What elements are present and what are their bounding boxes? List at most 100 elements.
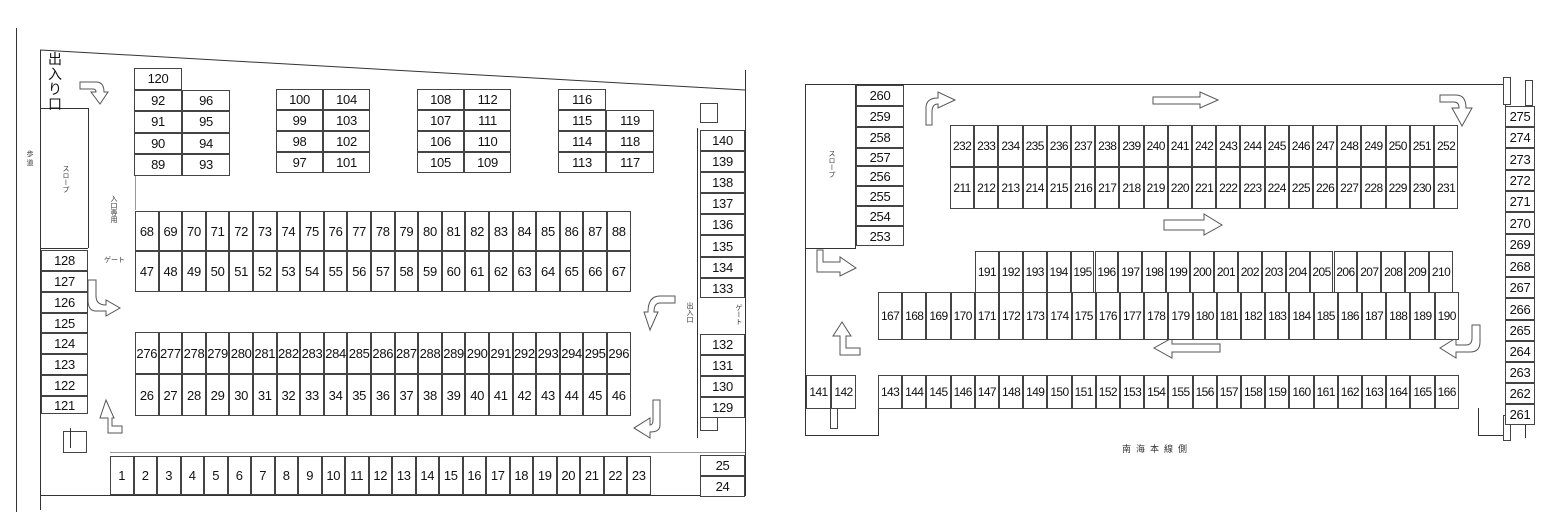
parking-space[interactable]: 179 — [1168, 292, 1193, 340]
parking-space[interactable]: 119 — [606, 110, 654, 131]
parking-space[interactable]: 95 — [182, 111, 230, 133]
parking-space[interactable]: 131 — [700, 355, 745, 376]
parking-space[interactable]: 263 — [1505, 362, 1535, 383]
parking-space[interactable]: 165 — [1410, 375, 1435, 409]
parking-space[interactable]: 82 — [465, 211, 489, 251]
parking-space[interactable]: 31 — [253, 374, 277, 416]
parking-space[interactable]: 139 — [700, 151, 745, 172]
parking-space[interactable]: 235 — [1022, 125, 1047, 167]
parking-space[interactable]: 265 — [1505, 320, 1535, 341]
parking-space[interactable]: 270 — [1505, 212, 1535, 234]
parking-space[interactable]: 115 — [558, 110, 606, 131]
parking-space[interactable]: 120 — [134, 68, 182, 90]
parking-space[interactable]: 276 — [135, 332, 159, 374]
parking-space[interactable]: 60 — [441, 251, 466, 292]
parking-space[interactable]: 212 — [974, 167, 999, 209]
parking-space[interactable]: 49 — [182, 251, 206, 292]
parking-space[interactable]: 211 — [950, 167, 975, 209]
parking-space[interactable]: 146 — [950, 375, 975, 409]
parking-space[interactable]: 134 — [700, 257, 745, 278]
parking-space[interactable]: 187 — [1362, 292, 1387, 340]
parking-space[interactable]: 118 — [606, 131, 654, 152]
parking-space[interactable]: 71 — [205, 211, 230, 251]
parking-space[interactable]: 227 — [1337, 167, 1362, 209]
parking-space[interactable]: 258 — [856, 127, 904, 148]
parking-space[interactable]: 159 — [1265, 375, 1290, 409]
parking-space[interactable]: 23 — [627, 456, 651, 495]
parking-space[interactable]: 230 — [1409, 167, 1434, 209]
parking-space[interactable]: 35 — [347, 374, 371, 416]
parking-space[interactable]: 43 — [536, 374, 560, 416]
parking-space[interactable]: 68 — [135, 211, 159, 251]
parking-space[interactable]: 155 — [1168, 375, 1193, 409]
parking-space[interactable]: 12 — [368, 456, 392, 495]
parking-space[interactable]: 261 — [1505, 404, 1535, 425]
parking-space[interactable]: 233 — [974, 125, 999, 167]
parking-space[interactable]: 236 — [1046, 125, 1071, 167]
parking-space[interactable]: 27 — [158, 374, 183, 416]
parking-space[interactable]: 54 — [300, 251, 324, 292]
parking-space[interactable]: 93 — [182, 154, 230, 176]
parking-space[interactable]: 45 — [583, 374, 607, 416]
parking-space[interactable]: 53 — [276, 251, 301, 292]
parking-space[interactable]: 123 — [41, 354, 88, 375]
parking-space[interactable]: 247 — [1313, 125, 1338, 167]
parking-space[interactable]: 29 — [205, 374, 230, 416]
parking-space[interactable]: 99 — [276, 110, 323, 131]
parking-space[interactable]: 202 — [1237, 251, 1262, 293]
parking-space[interactable]: 67 — [607, 251, 631, 292]
parking-space[interactable]: 268 — [1505, 255, 1535, 277]
parking-space[interactable]: 206 — [1333, 251, 1358, 293]
parking-space[interactable]: 175 — [1071, 292, 1096, 340]
parking-space[interactable]: 127 — [41, 271, 88, 292]
parking-space[interactable]: 133 — [700, 278, 745, 298]
parking-space[interactable]: 176 — [1095, 292, 1120, 340]
parking-space[interactable]: 136 — [700, 214, 745, 235]
parking-space[interactable]: 85 — [536, 211, 560, 251]
parking-space[interactable]: 148 — [999, 375, 1024, 409]
parking-space[interactable]: 2 — [133, 456, 157, 495]
parking-space[interactable]: 84 — [512, 211, 537, 251]
parking-space[interactable]: 3 — [157, 456, 181, 495]
parking-space[interactable]: 241 — [1167, 125, 1192, 167]
parking-space[interactable]: 161 — [1313, 375, 1338, 409]
parking-space[interactable]: 250 — [1385, 125, 1410, 167]
parking-space[interactable]: 193 — [1022, 251, 1047, 293]
parking-space[interactable]: 219 — [1143, 167, 1168, 209]
parking-space[interactable]: 168 — [902, 292, 927, 340]
parking-space[interactable]: 158 — [1241, 375, 1266, 409]
parking-space[interactable]: 285 — [347, 332, 371, 374]
parking-space[interactable]: 105 — [417, 152, 464, 173]
parking-space[interactable]: 74 — [276, 211, 301, 251]
parking-space[interactable]: 56 — [347, 251, 371, 292]
parking-space[interactable]: 1 — [110, 456, 134, 495]
parking-space[interactable]: 171 — [974, 292, 999, 340]
parking-space[interactable]: 125 — [41, 313, 88, 333]
parking-space[interactable]: 5 — [204, 456, 228, 495]
parking-space[interactable]: 122 — [41, 375, 88, 396]
parking-space[interactable]: 46 — [607, 374, 631, 416]
parking-space[interactable]: 229 — [1385, 167, 1410, 209]
parking-space[interactable]: 166 — [1434, 375, 1459, 409]
parking-space[interactable]: 144 — [902, 375, 927, 409]
parking-space[interactable]: 239 — [1119, 125, 1144, 167]
parking-space[interactable]: 167 — [878, 292, 903, 340]
parking-space[interactable]: 87 — [583, 211, 607, 251]
parking-space[interactable]: 135 — [700, 235, 745, 257]
parking-space[interactable]: 228 — [1361, 167, 1386, 209]
parking-space[interactable]: 17 — [486, 456, 510, 495]
parking-space[interactable]: 33 — [300, 374, 324, 416]
parking-space[interactable]: 286 — [371, 332, 395, 374]
parking-space[interactable]: 104 — [323, 89, 370, 110]
parking-space[interactable]: 57 — [371, 251, 395, 292]
parking-space[interactable]: 201 — [1214, 251, 1238, 293]
parking-space[interactable]: 128 — [41, 250, 88, 271]
parking-space[interactable]: 121 — [41, 396, 88, 414]
parking-space[interactable]: 28 — [182, 374, 206, 416]
parking-space[interactable]: 59 — [418, 251, 442, 292]
parking-space[interactable]: 149 — [1023, 375, 1048, 409]
parking-space[interactable]: 51 — [229, 251, 253, 292]
parking-space[interactable]: 129 — [700, 397, 745, 418]
parking-space[interactable]: 39 — [441, 374, 466, 416]
parking-space[interactable]: 86 — [559, 211, 584, 251]
